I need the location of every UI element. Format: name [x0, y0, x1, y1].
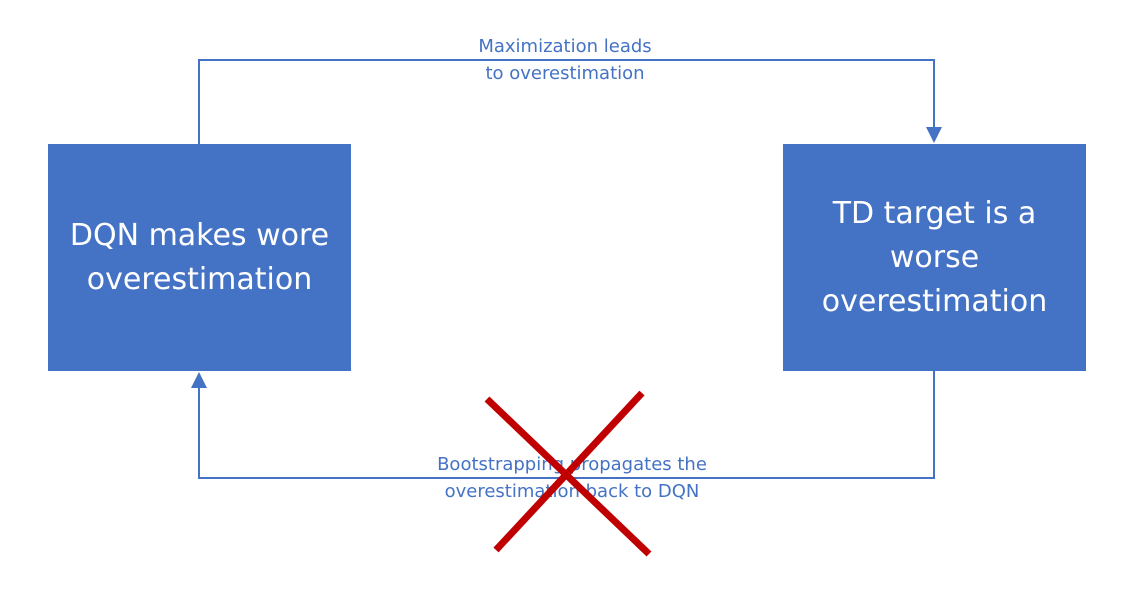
node-dqn-line-2: overestimation: [86, 261, 313, 297]
node-dqn-overestimation: DQN makes wore overestimation: [48, 144, 351, 371]
edge-bottom-line-2: overestimation back to DQN: [444, 481, 700, 502]
node-td-line-2: worse: [889, 239, 980, 275]
node-dqn-overestimation-text: DQN makes wore overestimation: [70, 214, 329, 302]
edge-top-line-2: to overestimation: [485, 63, 645, 84]
arrowhead-bottom: [191, 372, 207, 388]
connector-top: [198, 59, 935, 144]
node-td-line-3: overestimation: [821, 283, 1048, 319]
node-td-target: TD target is a worse overestimation: [783, 144, 1086, 371]
node-td-target-text: TD target is a worse overestimation: [822, 192, 1048, 324]
edge-label-maximization: Maximization leads to overestimation: [440, 33, 690, 87]
node-dqn-line-1: DQN makes wore: [69, 217, 330, 253]
node-td-line-1: TD target is a: [832, 195, 1037, 231]
edge-top-line-1: Maximization leads: [478, 36, 652, 57]
arrowhead-top: [926, 127, 942, 143]
edge-bottom-line-1: Bootstrapping propagates the: [437, 454, 707, 475]
edge-label-bootstrapping: Bootstrapping propagates the overestimat…: [400, 451, 744, 505]
